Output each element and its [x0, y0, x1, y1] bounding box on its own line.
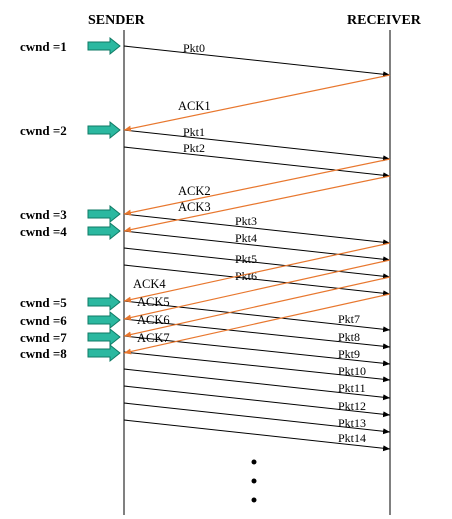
- packet-arrow: [123, 402, 391, 435]
- packet-label: Pkt4: [235, 231, 257, 245]
- packet-label: Pkt6: [235, 269, 257, 283]
- packet-label: Pkt8: [338, 330, 360, 344]
- packet-label: Pkt11: [338, 381, 366, 395]
- ack-arrow: [123, 74, 391, 132]
- cwnd-arrow-icon: [87, 120, 121, 140]
- packet-arrow: [123, 264, 391, 297]
- packet-arrow: [123, 213, 391, 246]
- cwnd-arrow-icon: [87, 221, 121, 241]
- ack-label: ACK2: [178, 184, 211, 198]
- continuation-dot: [251, 459, 257, 465]
- cwnd-label: cwnd =3: [20, 207, 67, 222]
- packet-label: Pkt5: [235, 252, 257, 266]
- cwnd-label: cwnd =4: [20, 224, 67, 239]
- ack-label: ACK4: [133, 277, 166, 291]
- cwnd-label: cwnd =2: [20, 123, 67, 138]
- ack-arrow: [123, 242, 391, 303]
- packet-label: Pkt3: [235, 214, 257, 228]
- sender-header: SENDER: [88, 13, 146, 28]
- packet-label: Pkt0: [183, 41, 205, 55]
- cwnd-markers: cwnd =1 cwnd =2 cwnd =3 cwnd =4 cwnd =5 cwnd …: [20, 36, 121, 363]
- cwnd-label: cwnd =1: [20, 39, 67, 54]
- cwnd-arrow-icon: [87, 343, 121, 363]
- packet-label: Pkt12: [338, 399, 366, 413]
- cwnd-label: cwnd =8: [20, 346, 67, 361]
- cwnd-arrow-icon: [87, 292, 121, 312]
- packet-arrow: [123, 129, 391, 162]
- ack-label: ACK7: [137, 331, 170, 345]
- packet-arrow: [123, 368, 391, 401]
- ack-arrow: [123, 259, 391, 321]
- receiver-header: RECEIVER: [347, 13, 422, 28]
- ack-label: ACK3: [178, 200, 211, 214]
- packet-arrow: [123, 385, 391, 418]
- packet-arrow: [123, 146, 391, 179]
- packet-arrow: [123, 335, 391, 367]
- packet-arrows: Pkt0Pkt1Pkt2Pkt3Pkt4Pkt5Pkt6Pkt7Pkt8Pkt9…: [123, 41, 391, 452]
- packet-label: Pkt2: [183, 141, 205, 155]
- ack-label: ACK6: [137, 313, 170, 327]
- packet-arrow: [123, 300, 391, 333]
- packet-arrow: [123, 318, 391, 350]
- ack-label: ACK1: [178, 99, 211, 113]
- cwnd-label: cwnd =5: [20, 295, 67, 310]
- ack-arrow: [123, 276, 391, 338]
- packet-label: Pkt13: [338, 416, 366, 430]
- cwnd-label: cwnd =6: [20, 313, 67, 328]
- packet-arrow: [123, 247, 391, 280]
- packet-label: Pkt7: [338, 312, 360, 326]
- packet-arrow: [123, 45, 391, 78]
- continuation-dot: [251, 497, 257, 503]
- ack-arrow: [123, 175, 391, 233]
- cwnd-arrow-icon: [87, 327, 121, 347]
- ack-arrow: [123, 158, 391, 216]
- cwnd-arrow-icon: [87, 310, 121, 330]
- cwnd-label: cwnd =7: [20, 330, 67, 345]
- packet-label: Pkt14: [338, 431, 366, 445]
- ack-arrow: [123, 293, 391, 355]
- ack-label: ACK5: [137, 295, 170, 309]
- packet-arrow: [123, 419, 391, 452]
- packet-label: Pkt1: [183, 125, 205, 139]
- packet-label: Pkt9: [338, 347, 360, 361]
- packet-label: Pkt10: [338, 364, 366, 378]
- cwnd-arrow-icon: [87, 36, 121, 56]
- continuation-dot: [251, 478, 257, 484]
- packet-arrow: [123, 230, 391, 263]
- packet-arrow: [123, 351, 391, 383]
- cwnd-arrow-icon: [87, 204, 121, 224]
